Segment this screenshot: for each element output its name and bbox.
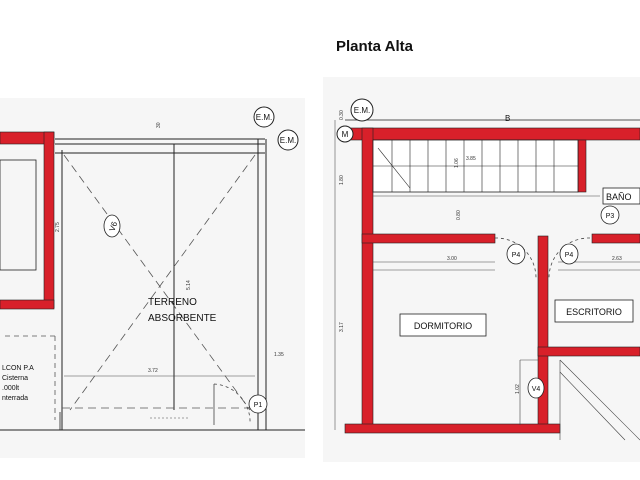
room-label-line2: ABSORBENTE bbox=[148, 313, 217, 324]
p4-marker-left bbox=[506, 243, 526, 265]
em-right-marker bbox=[277, 129, 299, 151]
svg-text:P3: P3 bbox=[606, 213, 615, 220]
v6-marker bbox=[103, 214, 121, 238]
dim-102: 1.02 bbox=[515, 384, 521, 394]
p3-marker bbox=[600, 205, 620, 225]
page-title: Planta Alta bbox=[336, 38, 413, 55]
dim-right: 1.35 bbox=[274, 352, 284, 358]
dim-317: 3.17 bbox=[339, 322, 345, 332]
right-red-wall-bottom bbox=[344, 423, 561, 434]
left-red-wall-side bbox=[43, 131, 55, 309]
dim-300: 3.00 bbox=[447, 256, 457, 262]
dim-030: 0.30 bbox=[339, 110, 345, 120]
dim-top: 30 bbox=[156, 122, 162, 128]
svg-text:M: M bbox=[342, 130, 349, 139]
dim-080: 0.80 bbox=[456, 210, 462, 220]
em-top-marker bbox=[253, 106, 275, 128]
svg-text:E.M.: E.M. bbox=[354, 106, 370, 115]
svg-text:E.M.: E.M. bbox=[280, 136, 296, 145]
p4-marker-right bbox=[559, 243, 579, 265]
left-red-wall-bottom bbox=[0, 299, 55, 310]
room-escritorio: ESCRITORIO bbox=[566, 307, 622, 317]
svg-text:P4: P4 bbox=[565, 252, 574, 259]
right-red-wall-mid bbox=[361, 233, 496, 244]
right-plan: E.M. M B P3 P4 P4 V4 DORMITORIO ESCRITOR… bbox=[323, 77, 640, 462]
svg-text:E.M.: E.M. bbox=[256, 113, 272, 122]
svg-text:V6: V6 bbox=[108, 220, 120, 233]
left-plan: 3.72 5.14 2.75 1.35 30 E.M. E.M. V6 P1 T… bbox=[0, 98, 305, 458]
dim-vertical: 5.14 bbox=[186, 280, 192, 290]
right-red-wall-top bbox=[344, 127, 640, 141]
note-line4: nterrada bbox=[2, 395, 28, 402]
note-line1: LCON P.A bbox=[2, 365, 34, 372]
em-marker-right bbox=[350, 98, 374, 122]
dim-385: 3.85 bbox=[466, 156, 476, 162]
v4-marker bbox=[527, 377, 545, 399]
svg-text:P1: P1 bbox=[254, 402, 263, 409]
dim-106: 1.06 bbox=[454, 158, 460, 168]
svg-text:P4: P4 bbox=[512, 252, 521, 259]
svg-text:V4: V4 bbox=[532, 386, 541, 393]
dim-side: 2.75 bbox=[55, 222, 61, 232]
room-bano: BAÑO bbox=[606, 192, 632, 202]
note-line3: .000lt bbox=[2, 385, 19, 392]
right-red-wall-left bbox=[361, 127, 374, 431]
note-line2: Cisterna bbox=[2, 375, 28, 382]
p1-marker bbox=[248, 394, 268, 414]
m-marker bbox=[336, 125, 354, 143]
dim-bottom: 3.72 bbox=[148, 368, 158, 374]
room-dormitorio: DORMITORIO bbox=[414, 321, 472, 331]
right-red-wall-center bbox=[537, 235, 549, 427]
room-label-line1: TERRENO bbox=[148, 297, 197, 308]
dim-180: 1.80 bbox=[339, 175, 345, 185]
dim-263: 2.63 bbox=[612, 256, 622, 262]
b-marker: B bbox=[505, 114, 510, 123]
